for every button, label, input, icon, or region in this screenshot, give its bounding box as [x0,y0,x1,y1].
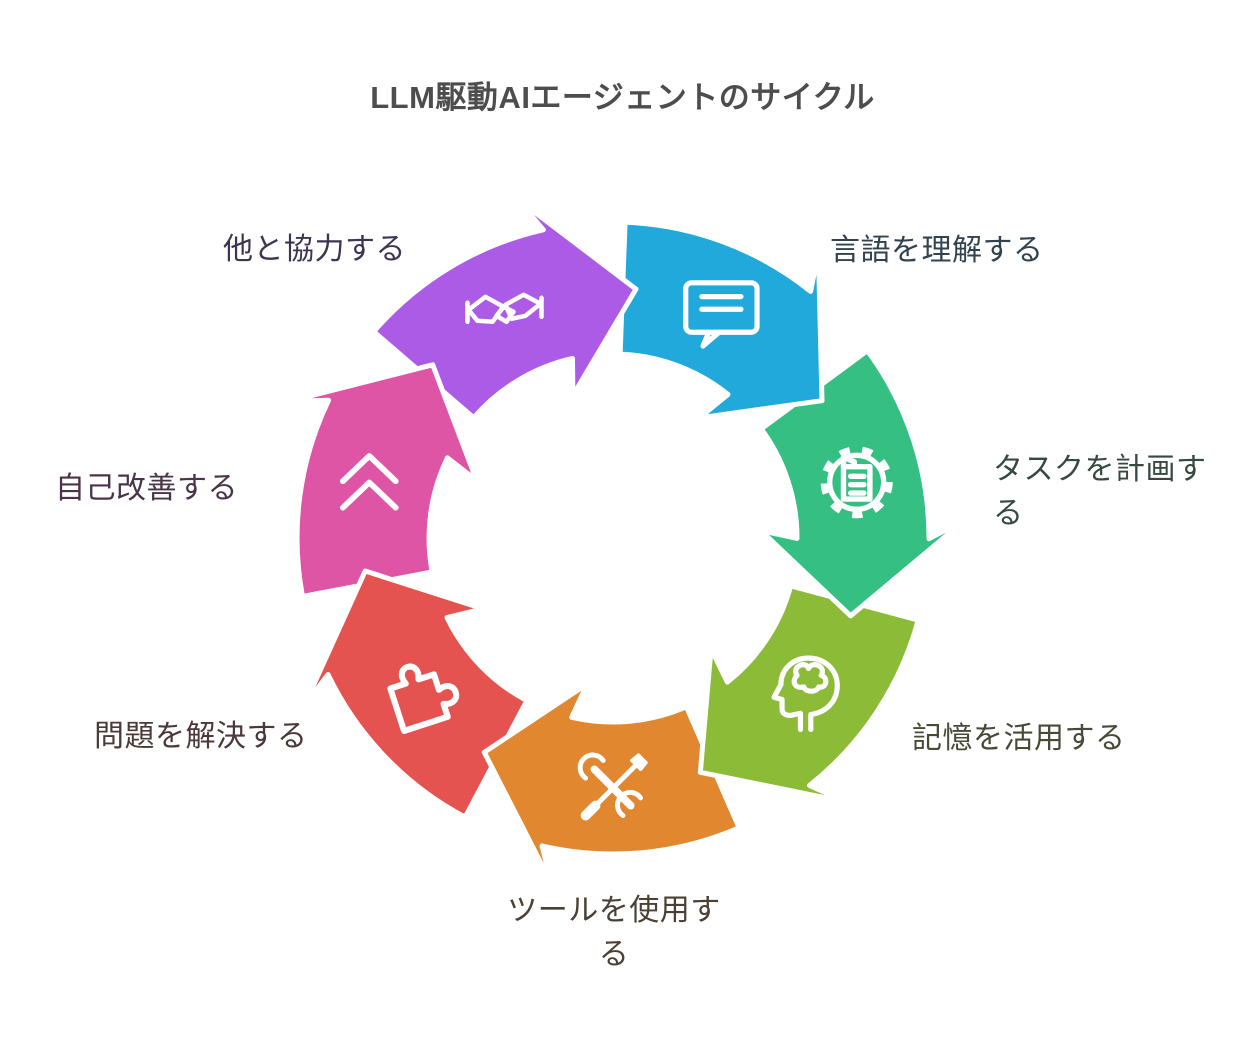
arrow-segment-use-memory [697,583,921,805]
step-label-solve-problems: 問題を解決する [94,720,308,753]
arrow-segment-solve-problems [301,568,530,820]
step-label-self-improve: 自己改善する [55,472,238,505]
step-label-use-tools: ツールを使用する [507,894,721,972]
step-label-use-memory: 記憶を活用する [912,722,1126,755]
step-label-understand-language: 言語を理解する [830,234,1044,267]
step-label-collaborate: 他と協力する [223,233,406,266]
cycle-arrows [286,196,968,888]
arrow-segment-understand-language [617,219,825,421]
diagram-title: LLM駆動AIエージェントのサイクル [370,80,875,115]
step-label-plan-tasks: タスクを計画する [993,453,1207,531]
